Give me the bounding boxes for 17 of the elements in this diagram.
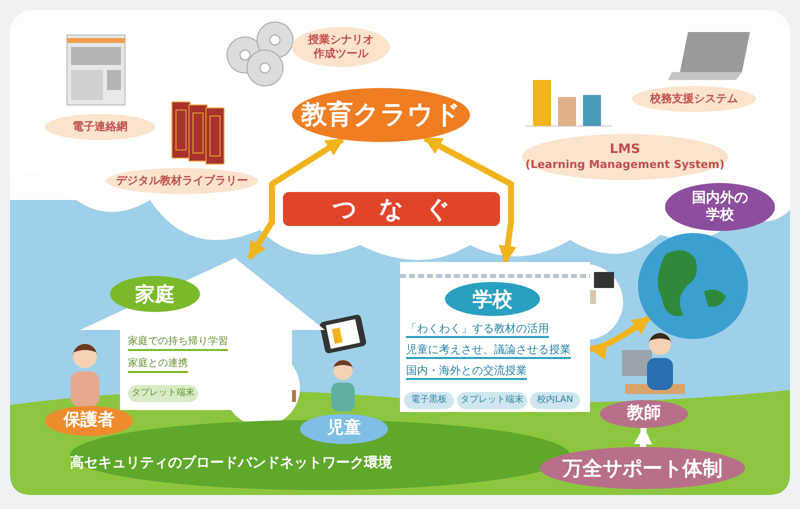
device-tag: タブレット端末: [128, 385, 198, 402]
feature-text: 家庭での持ち帰り学習: [128, 336, 228, 350]
globe-picture: [638, 233, 748, 339]
arrow: [247, 136, 344, 260]
house-shape: [80, 258, 325, 410]
connect-banner: つなぐ: [283, 192, 500, 226]
feature-text: 児童に考えさせ、議論させる授業: [406, 343, 571, 359]
device-tag: 校内LAN: [530, 392, 580, 409]
device-tag: 電子黒板: [404, 392, 454, 409]
arrow: [588, 315, 651, 358]
arrow: [424, 136, 517, 264]
arrow: [634, 426, 652, 448]
feature-text: 「わくわく」する教材の活用: [406, 322, 549, 338]
feature-text: 国内・海外との交流授業: [406, 364, 527, 380]
feature-text: 家庭との連携: [128, 358, 188, 372]
school-building-shape: [400, 262, 590, 412]
device-tag: タブレット端末: [457, 392, 527, 409]
